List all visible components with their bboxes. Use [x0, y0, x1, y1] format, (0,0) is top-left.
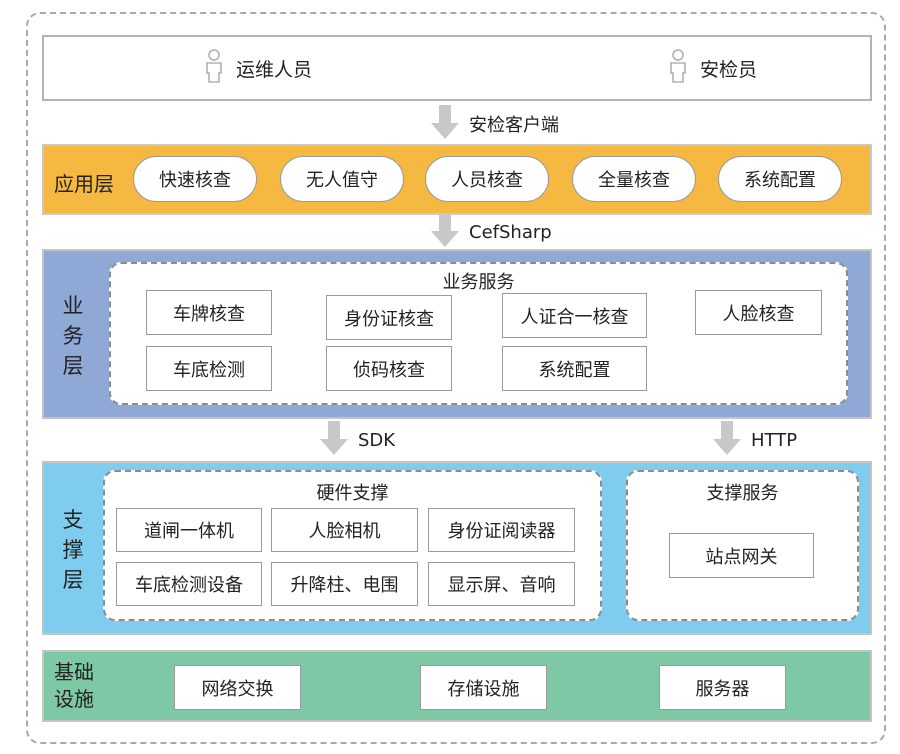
module-person-check: 人员核查: [425, 156, 549, 202]
user-label: 安检员: [700, 58, 758, 81]
hw-undercarriage-device: 车底检测设备: [116, 562, 262, 606]
biz-plate-check: 车牌核查: [146, 290, 272, 335]
hw-display-speaker: 显示屏、音响: [428, 562, 575, 606]
user-label: 运维人员: [236, 58, 313, 81]
module-quick-check: 快速核查: [133, 156, 257, 202]
hw-barrier-gate: 道闸一体机: [116, 508, 262, 552]
user-inspector: 安检员: [668, 37, 757, 99]
down-arrow-icon: [431, 104, 469, 144]
architecture-frame: [26, 12, 886, 744]
biz-system-config: 系统配置: [502, 346, 647, 391]
support-layer-title: 支 撑 层: [62, 508, 84, 592]
biz-face-check: 人脸核查: [695, 290, 822, 335]
connector-cefsharp: CefSharp: [431, 212, 552, 252]
infra-storage: 存储设施: [420, 665, 547, 710]
hw-bollard-fence: 升降柱、电围: [271, 562, 418, 606]
down-arrow-icon: [320, 420, 358, 460]
biz-id-face-match-check: 人证合一核查: [502, 293, 647, 338]
connector-http: HTTP: [713, 420, 798, 460]
connector-label: HTTP: [751, 429, 798, 451]
support-services-title: 支撑服务: [706, 483, 779, 504]
application-layer-title: 应用层: [54, 172, 114, 196]
svc-site-gateway: 站点网关: [669, 533, 814, 578]
infra-network-switch: 网络交换: [174, 665, 301, 710]
down-arrow-icon: [713, 420, 751, 460]
user-ops: 运维人员: [204, 37, 312, 99]
hw-face-camera: 人脸相机: [271, 508, 418, 552]
connector-label: SDK: [358, 429, 396, 451]
module-unattended: 无人值守: [280, 156, 404, 202]
connector-label: CefSharp: [469, 221, 552, 243]
hardware-support-title: 硬件支撑: [316, 483, 389, 504]
down-arrow-icon: [431, 212, 469, 252]
connector-client: 安检客户端: [431, 104, 559, 144]
biz-imsi-check: 侦码核查: [326, 346, 452, 391]
module-system-config: 系统配置: [718, 156, 842, 202]
infrastructure-layer-title: 基础 设施: [54, 660, 94, 711]
hw-id-card-reader: 身份证阅读器: [428, 508, 575, 552]
connector-sdk: SDK: [320, 420, 396, 460]
connector-label: 安检客户端: [469, 115, 559, 136]
users-box: 运维人员 安检员: [42, 35, 872, 101]
module-full-check: 全量核查: [572, 156, 696, 202]
infra-server: 服务器: [659, 665, 786, 710]
business-layer-title: 业 务 层: [62, 294, 84, 378]
person-icon: [668, 48, 700, 88]
business-services-title: 业务服务: [442, 272, 515, 293]
person-icon: [204, 48, 236, 88]
biz-undercarriage-check: 车底检测: [146, 346, 272, 391]
biz-id-card-check: 身份证核查: [326, 295, 452, 340]
